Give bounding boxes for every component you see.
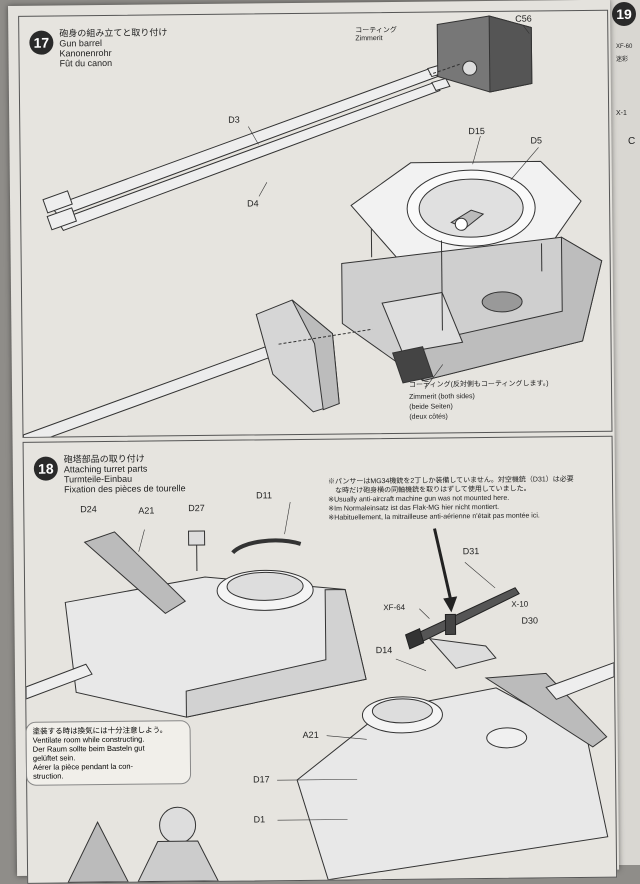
step-18-title: 砲塔部品の取り付け Attaching turret parts Turmtei… — [64, 453, 186, 494]
part-label-d24: D24 — [80, 504, 97, 514]
part-label-d14: D14 — [376, 645, 393, 655]
zimmerit-note-both: Zimmerit (both sides) — [409, 392, 475, 402]
next-page-fragment: C — [628, 136, 635, 147]
zimmerit-note-beide: (beide Seiten) — [409, 402, 453, 411]
step-19-badge: 19 — [612, 2, 636, 26]
aa-mg-note: ※パンサーはMG34機銃を2丁しか装備していません。対空機銃（D31）は必要 な… — [328, 475, 574, 523]
part-label-d17: D17 — [253, 774, 270, 784]
zimmerit-jp-label: コーティング — [355, 25, 397, 35]
title-jp: 砲身の組み立てと取り付け — [59, 27, 167, 38]
step-18-panel: 18 砲塔部品の取り付け Attaching turret parts Turm… — [23, 436, 618, 884]
instruction-sheet: 17 砲身の組み立てと取り付け Gun barrel Kanonenrohr F… — [8, 0, 619, 876]
title-fr: Fixation des pièces de tourelle — [64, 483, 186, 494]
next-page-fragment: 迷彩 — [616, 54, 628, 63]
zimmerit-note-deux: (deux côtés) — [409, 412, 448, 421]
step-18-badge: 18 — [34, 457, 58, 481]
part-label-d1: D1 — [253, 814, 265, 824]
paint-label-xf64: XF-64 — [383, 603, 405, 612]
title-fr: Fût du canon — [60, 57, 168, 68]
step-17-illustration — [19, 11, 611, 437]
part-label-a21: A21 — [138, 505, 154, 515]
step-17-title: 砲身の組み立てと取り付け Gun barrel Kanonenrohr Fût … — [59, 27, 167, 68]
part-label-d27: D27 — [188, 503, 205, 513]
part-label-d3: D3 — [228, 115, 240, 125]
part-label-d30: D30 — [521, 615, 538, 625]
part-label-d31: D31 — [463, 546, 480, 556]
part-label-c56: C56 — [515, 14, 532, 24]
part-label-d11: D11 — [256, 490, 272, 500]
part-label-d5: D5 — [530, 135, 542, 145]
step-17-badge: 17 — [29, 31, 53, 55]
step-17-panel: 17 砲身の組み立てと取り付け Gun barrel Kanonenrohr F… — [18, 10, 612, 438]
part-label-a21-lower: A21 — [303, 730, 319, 740]
part-label-d4: D4 — [247, 198, 259, 208]
paint-label-x10: X-10 — [511, 600, 528, 609]
part-label-d15: D15 — [468, 126, 485, 136]
ventilation-warning: 塗装する時は換気には十分注意しよう。 Ventilate room while … — [25, 720, 191, 786]
zimmerit-note-jp: コーティング(反対側もコーティングします。) — [409, 379, 549, 389]
next-page-fragment: XF-60 — [616, 44, 632, 50]
next-page-fragment: X-1 — [616, 110, 627, 117]
zimmerit-label: Zimmerit — [355, 35, 382, 42]
